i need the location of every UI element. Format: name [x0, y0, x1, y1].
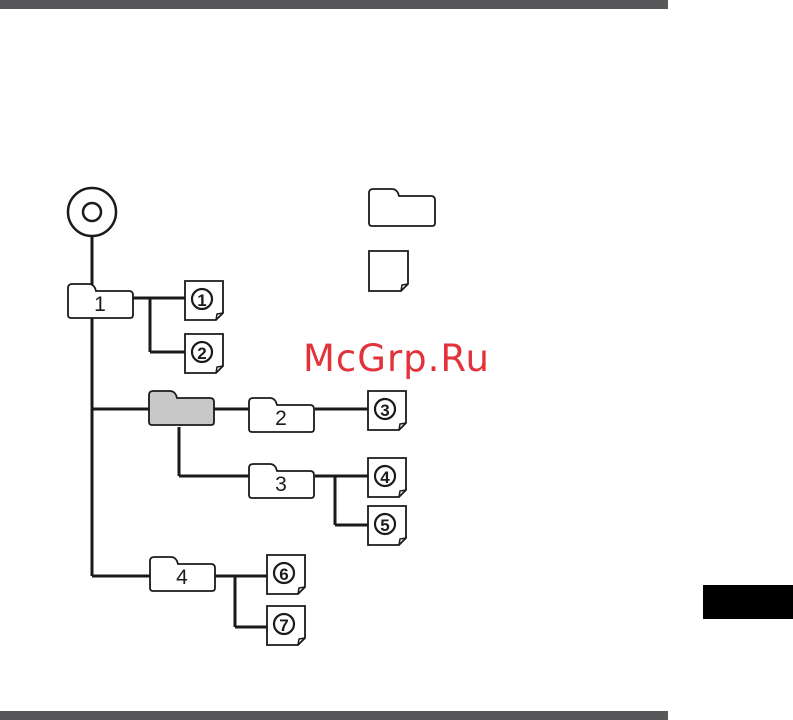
file-label: 6	[279, 565, 288, 584]
legend-file-icon	[369, 251, 408, 291]
file-icon: 6	[267, 555, 305, 594]
file-icon: 2	[185, 334, 223, 373]
file-icon: 1	[185, 281, 223, 320]
file-label: 7	[279, 616, 288, 635]
folder-label: 2	[275, 407, 287, 430]
file-label: 3	[380, 401, 389, 420]
folder-label: 3	[275, 473, 287, 496]
file-label: 2	[197, 344, 206, 363]
folder-icon: 3	[249, 464, 314, 498]
file-icon: 3	[368, 391, 406, 430]
folder-label: 1	[94, 293, 106, 316]
folder-icon	[149, 391, 214, 425]
file-label: 1	[197, 291, 206, 310]
bottom-rule	[0, 711, 668, 720]
watermark-text: McGrp.Ru	[303, 340, 490, 377]
folder-label: 4	[176, 566, 188, 589]
side-tab-marker	[703, 585, 793, 619]
file-label: 5	[380, 516, 389, 535]
folder-icon: 4	[150, 557, 215, 591]
folder-icon: 2	[249, 398, 314, 432]
file-icon: 4	[368, 458, 406, 497]
legend-folder-icon	[369, 189, 435, 226]
file-label: 4	[380, 468, 390, 487]
disc-icon	[68, 188, 116, 236]
file-icon: 7	[267, 606, 305, 645]
file-icon: 5	[368, 506, 406, 545]
folder-icon: 1	[68, 284, 133, 318]
